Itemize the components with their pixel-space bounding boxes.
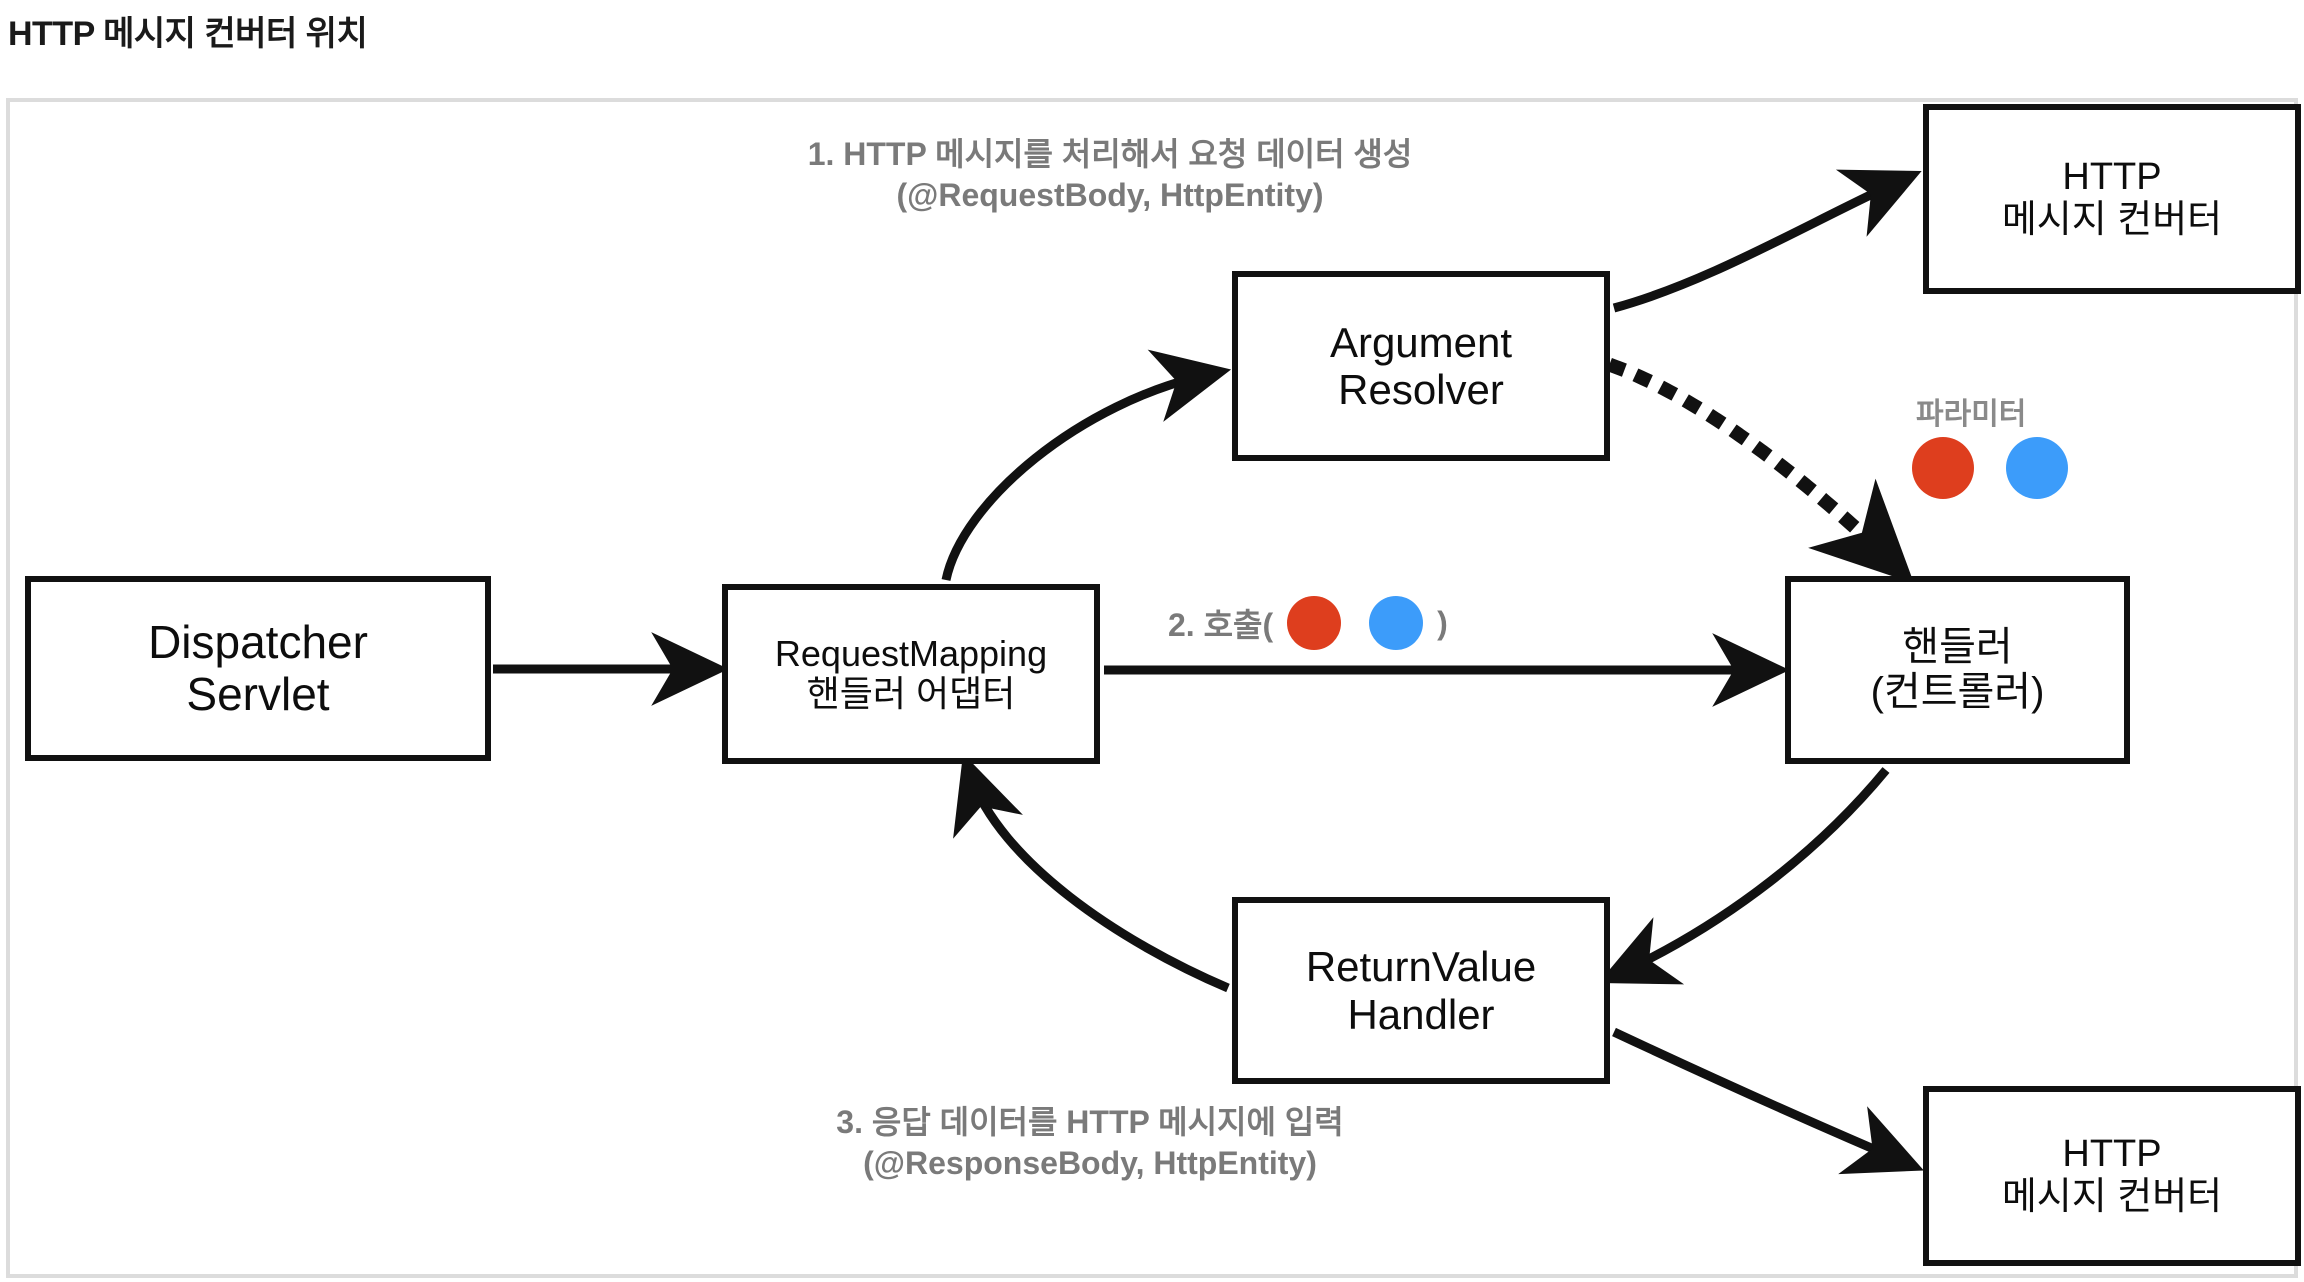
- diagram-arrows: [493, 169, 1924, 1175]
- node-line: ReturnValue: [1305, 943, 1537, 991]
- arrow-handler-to-return-value-handler: [1598, 767, 1890, 985]
- annotation-step-3: 3. 응답 데이터를 HTTP 메시지에 입력 (@ResponseBody, …: [610, 1102, 1570, 1184]
- annotation-line: 3. 응답 데이터를 HTTP 메시지에 입력: [836, 1104, 1344, 1140]
- parameter-dot-blue-inline: [1369, 596, 1424, 650]
- parameter-dot-red: [1912, 437, 1974, 499]
- parameter-group-label: 파라미터: [1916, 398, 2027, 431]
- arrow-return-value-handler-to-converter-bottom: [1612, 1027, 1924, 1175]
- annotation-line: (@RequestBody, HttpEntity): [896, 176, 1324, 213]
- node-line: HTTP: [2062, 156, 2162, 199]
- node-line: RequestMapping: [774, 632, 1048, 674]
- annotation-line: (@ResponseBody, HttpEntity): [863, 1144, 1317, 1181]
- node-line: Servlet: [186, 667, 330, 720]
- node-line: 핸들러: [1902, 625, 2013, 670]
- step2-prefix-label: 2. 호출(: [1168, 607, 1274, 643]
- node-line: Resolver: [1338, 366, 1504, 413]
- node-line: HTTP: [2062, 1133, 2162, 1176]
- arrow-argument-resolver-to-converter-top: [1612, 169, 1922, 313]
- arrow-argument-resolver-to-handler-dashed: [1606, 357, 1915, 584]
- arrow-return-value-handler-to-adapter: [953, 753, 1230, 993]
- node-line: 핸들러 어댑터: [806, 673, 1016, 714]
- node-line: (컨트롤러): [1870, 670, 2045, 714]
- annotation-step-1: 1. HTTP 메시지를 처리해서 요청 데이터 생성 (@RequestBod…: [630, 134, 1590, 216]
- node-line: Dispatcher: [148, 615, 368, 668]
- node-line: 메시지 컨버터: [2001, 1176, 2223, 1218]
- node-argument-resolver[interactable]: Argument Resolver: [1232, 271, 1610, 461]
- node-return-value-handler[interactable]: ReturnValue Handler: [1232, 897, 1610, 1084]
- annotation-step-2: 2. 호출( ): [1168, 596, 1448, 650]
- diagram-frame: Dispatcher Servlet RequestMapping 핸들러 어댑…: [6, 98, 2301, 1278]
- arrow-adapter-to-argument-resolver: [941, 349, 1232, 581]
- node-line: Argument: [1329, 318, 1513, 366]
- node-dispatcher-servlet[interactable]: Dispatcher Servlet: [25, 576, 491, 761]
- node-http-message-converter-top[interactable]: HTTP 메시지 컨버터: [1923, 104, 2301, 294]
- node-line: 메시지 컨버터: [2001, 199, 2223, 241]
- node-line: Handler: [1347, 990, 1495, 1038]
- parameter-dot-red-inline: [1287, 596, 1342, 650]
- page-title: HTTP 메시지 컨버터 위치: [8, 15, 368, 53]
- node-request-mapping-handler-adapter[interactable]: RequestMapping 핸들러 어댑터: [722, 584, 1100, 764]
- annotation-line: 1. HTTP 메시지를 처리해서 요청 데이터 생성: [807, 136, 1413, 172]
- node-http-message-converter-bottom[interactable]: HTTP 메시지 컨버터: [1923, 1086, 2301, 1266]
- parameter-dot-blue: [2006, 437, 2068, 499]
- node-handler-controller[interactable]: 핸들러 (컨트롤러): [1785, 576, 2130, 764]
- step2-suffix-label: ): [1437, 604, 1448, 641]
